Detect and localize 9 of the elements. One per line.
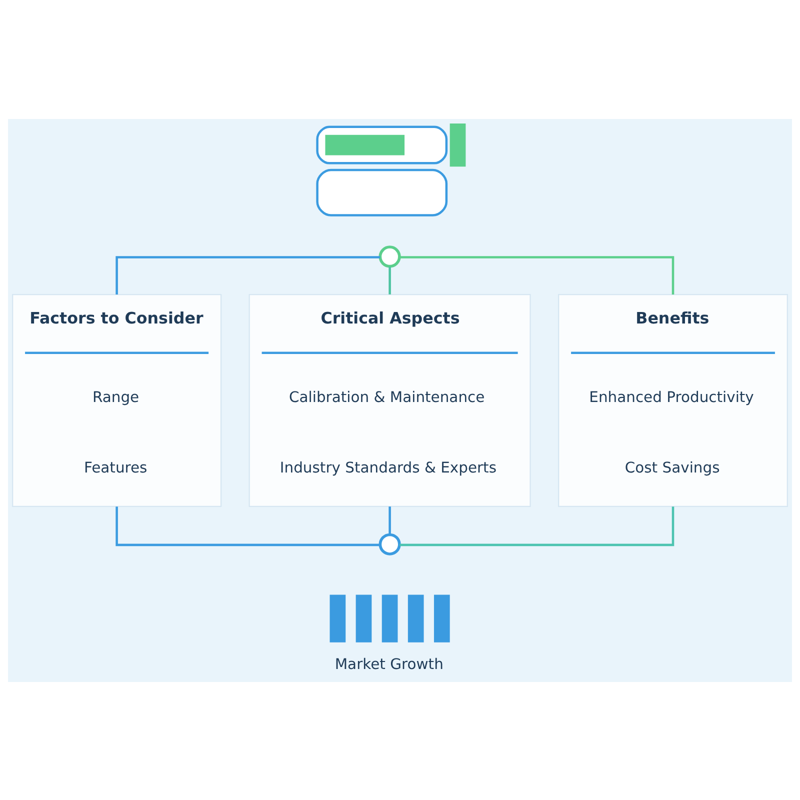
connector <box>388 506 391 534</box>
connector <box>400 506 674 546</box>
node-label: Market Growth <box>334 655 444 672</box>
connector <box>116 506 380 546</box>
connector <box>400 256 674 294</box>
node-circle <box>378 245 401 268</box>
connector <box>116 256 380 294</box>
node-circle <box>378 532 401 555</box>
connector <box>388 266 391 294</box>
